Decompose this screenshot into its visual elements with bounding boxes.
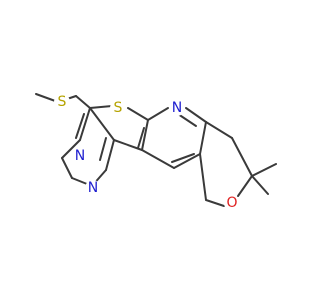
bond	[237, 175, 253, 197]
atom-label: N	[75, 148, 85, 164]
bond	[199, 153, 207, 201]
bond-layer	[35, 93, 277, 207]
bond	[61, 157, 73, 179]
bond	[173, 153, 201, 169]
sulfur-atom: S	[110, 100, 126, 116]
bond	[231, 137, 253, 177]
nitrogen-atom: N	[169, 100, 185, 116]
oxygen-atom: O	[224, 195, 240, 211]
bond	[177, 113, 197, 127]
bond	[171, 153, 195, 163]
atom-label: N	[88, 180, 98, 196]
atom-label: N	[172, 100, 182, 116]
molecule-structure: S S N N N O	[35, 93, 277, 211]
nitrogen-atom: N	[85, 180, 101, 196]
atom-label: O	[226, 195, 237, 211]
bond	[185, 107, 207, 123]
bond	[61, 139, 81, 159]
bond	[137, 127, 145, 149]
bond	[147, 107, 169, 121]
atom-label-layer: S S N N N O	[54, 94, 240, 211]
sulfur-atom: S	[54, 94, 70, 110]
bond	[89, 107, 115, 141]
bond	[141, 119, 149, 151]
bond	[251, 163, 277, 177]
bond	[205, 199, 225, 207]
nitrogen-atom: N	[72, 148, 88, 164]
bond	[127, 107, 149, 121]
bond	[141, 149, 175, 169]
bond	[99, 137, 107, 161]
bond	[79, 107, 91, 141]
bond	[75, 113, 85, 139]
bond	[251, 175, 269, 195]
bond	[199, 121, 207, 155]
atom-label: S	[114, 100, 123, 116]
atom-label: S	[58, 94, 67, 110]
bond	[75, 95, 91, 109]
bond	[105, 139, 115, 171]
bond	[205, 121, 233, 139]
bond	[89, 105, 113, 109]
